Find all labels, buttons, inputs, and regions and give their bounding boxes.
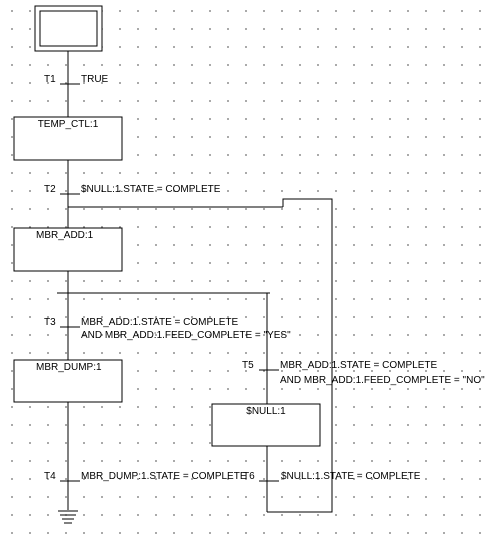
transition-t5-condition-line1: MBR_ADD:1.STATE = COMPLETE: [280, 360, 437, 371]
loop-return-path: [267, 198, 333, 513]
transition-t5-condition-line2: AND MBR_ADD:1.FEED_COMPLETE = "NO": [280, 375, 485, 386]
step-temp-ctl[interactable]: TEMP_CTL:1: [13, 116, 123, 161]
step-temp-ctl-box: [13, 116, 123, 161]
step-mbr-dump-label: MBR_DUMP:1: [36, 362, 102, 373]
step-mbr-dump[interactable]: MBR_DUMP:1: [13, 359, 123, 403]
initial-step[interactable]: [34, 5, 103, 52]
transition-t4-condition: MBR_DUMP:1.STATE = COMPLETE: [81, 471, 247, 482]
transition-t3-condition-line1: MBR_ADD:1.STATE = COMPLETE: [81, 317, 238, 328]
transition-t2[interactable]: T2 $NULL:1.STATE = COMPLETE: [44, 184, 221, 195]
transition-t5-name: T5: [242, 360, 254, 371]
transition-t3[interactable]: T3 MBR_ADD:1.STATE = COMPLETE AND MBR_AD…: [44, 317, 291, 341]
transition-t2-name: T2: [44, 184, 56, 195]
transition-t4[interactable]: T4 MBR_DUMP:1.STATE = COMPLETE: [44, 471, 247, 482]
transition-t1[interactable]: T1 TRUE: [44, 74, 109, 85]
transition-t3-name: T3: [44, 317, 56, 328]
transition-t6[interactable]: T6 $NULL:1.STATE = COMPLETE: [243, 471, 421, 482]
step-temp-ctl-label: TEMP_CTL:1: [38, 119, 99, 130]
transition-t4-name: T4: [44, 471, 56, 482]
transition-t1-condition: TRUE: [81, 74, 109, 85]
transition-t6-name: T6: [243, 471, 255, 482]
initial-step-inner: [39, 10, 98, 47]
step-mbr-add-box: [13, 227, 123, 272]
step-null-box: [211, 403, 321, 447]
end-ground-icon: [58, 510, 78, 524]
transition-t3-condition-line2: AND MBR_ADD:1.FEED_COMPLETE = "YES": [81, 330, 291, 341]
step-mbr-add-label: MBR_ADD:1: [36, 230, 94, 241]
step-null-label: $NULL:1: [246, 406, 286, 417]
step-mbr-dump-box: [13, 359, 123, 403]
transition-t1-name: T1: [44, 74, 56, 85]
step-mbr-add[interactable]: MBR_ADD:1: [13, 227, 123, 272]
transition-t2-condition: $NULL:1.STATE = COMPLETE: [81, 184, 221, 195]
transition-t6-condition: $NULL:1.STATE = COMPLETE: [281, 471, 421, 482]
transition-t5[interactable]: T5 MBR_ADD:1.STATE = COMPLETE AND MBR_AD…: [242, 360, 485, 386]
step-null[interactable]: $NULL:1: [211, 403, 321, 447]
